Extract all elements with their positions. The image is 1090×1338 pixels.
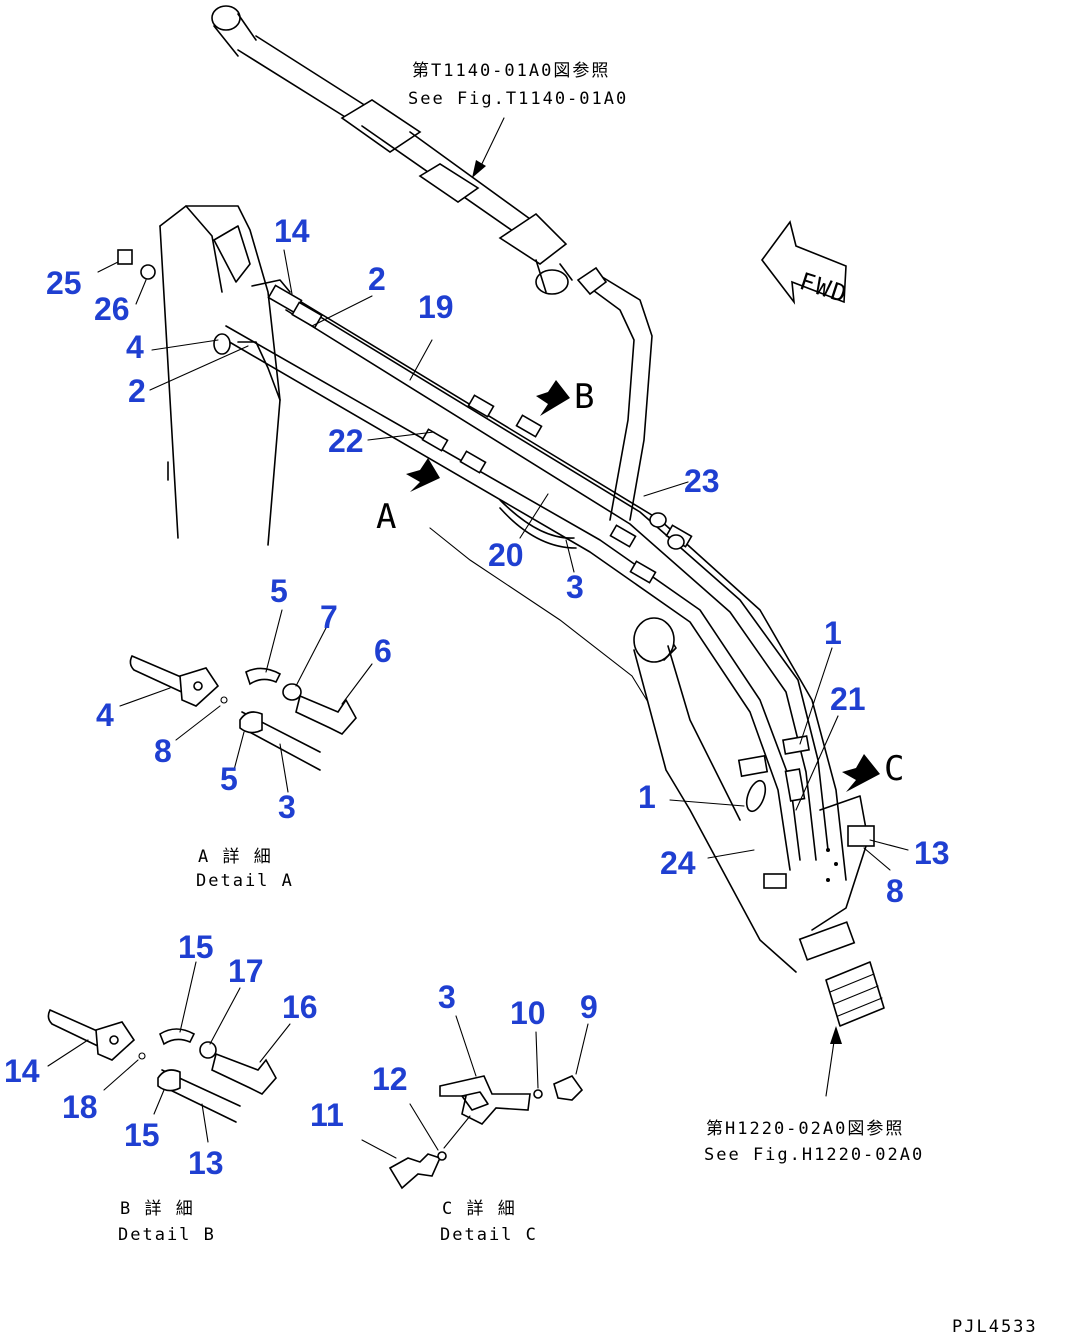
fwd-arrow xyxy=(761,220,847,305)
callout-a-5-top: 5 xyxy=(270,573,288,609)
callout-23: 23 xyxy=(684,463,720,499)
view-letters: A B C xyxy=(376,377,904,789)
callout-1-top: 1 xyxy=(824,615,842,651)
callout-21: 21 xyxy=(830,681,866,717)
view-arrows xyxy=(406,380,880,792)
arm-cylinder xyxy=(211,5,573,295)
callout-a-6: 6 xyxy=(374,633,392,669)
callout-2-left: 2 xyxy=(128,373,146,409)
callout-a-8: 8 xyxy=(154,733,172,769)
callout-25: 25 xyxy=(46,265,82,301)
callout-b-15-bot: 15 xyxy=(124,1117,160,1153)
detail-b xyxy=(47,961,291,1143)
detail-b-en: Detail B xyxy=(118,1225,216,1245)
detail-a xyxy=(119,609,373,793)
ref-top-jp: 第T1140-01A0図参照 xyxy=(412,61,610,81)
callout-19: 19 xyxy=(418,289,454,325)
callout-b-15-top: 15 xyxy=(178,929,214,965)
callout-b-16: 16 xyxy=(282,989,318,1025)
callout-a-7: 7 xyxy=(320,599,338,635)
callout-b-14: 14 xyxy=(4,1053,40,1089)
callout-8-main: 8 xyxy=(886,873,904,909)
detail-b-jp: B 詳 細 xyxy=(120,1199,195,1219)
callout-b-18: 18 xyxy=(62,1089,98,1125)
callout-20: 20 xyxy=(488,537,524,573)
callout-c-12: 12 xyxy=(372,1061,408,1097)
callout-c-3: 3 xyxy=(438,979,456,1015)
detail-a-en: Detail A xyxy=(196,871,294,891)
ref-top-en: See Fig.T1140-01A0 xyxy=(408,89,628,109)
detail-c-en: Detail C xyxy=(440,1225,538,1245)
callout-b-17: 17 xyxy=(228,953,264,989)
callout-13-main: 13 xyxy=(914,835,950,871)
boom xyxy=(159,205,797,973)
callout-14-top: 14 xyxy=(274,213,310,249)
callout-a-4: 4 xyxy=(96,697,114,733)
detail-c-jp: C 詳 細 xyxy=(442,1199,517,1219)
view-letter-b: B xyxy=(574,377,594,417)
detail-c xyxy=(361,1015,589,1190)
callout-4-top: 4 xyxy=(126,329,144,365)
callout-26: 26 xyxy=(94,291,130,327)
ref-bottom-en: See Fig.H1220-02A0 xyxy=(704,1145,924,1165)
detail-a-jp: A 詳 細 xyxy=(198,847,273,867)
callout-c-10: 10 xyxy=(510,995,546,1031)
view-letter-a: A xyxy=(376,497,396,537)
callout-c-9: 9 xyxy=(580,989,598,1025)
notes: 第T1140-01A0図参照 See Fig.T1140-01A0 第H1220… xyxy=(118,61,1038,1337)
callout-24: 24 xyxy=(660,845,696,881)
callout-3-main: 3 xyxy=(566,569,584,605)
callout-2-top: 2 xyxy=(368,261,386,297)
callout-a-3: 3 xyxy=(278,789,296,825)
callout-b-13: 13 xyxy=(188,1145,224,1181)
boom-hoses xyxy=(117,249,885,1027)
ref-bottom-jp: 第H1220-02A0図参照 xyxy=(706,1119,904,1139)
view-letter-c: C xyxy=(884,749,904,789)
callout-a-5-bot: 5 xyxy=(220,761,238,797)
leader-lines xyxy=(97,117,909,1097)
callout-22: 22 xyxy=(328,423,364,459)
callouts: 14 2 25 26 19 4 2 22 23 20 3 1 21 1 13 2… xyxy=(4,213,950,1181)
callout-1-mid: 1 xyxy=(638,779,656,815)
callout-c-11: 11 xyxy=(310,1097,344,1133)
drawing-number: PJL4533 xyxy=(952,1317,1038,1337)
